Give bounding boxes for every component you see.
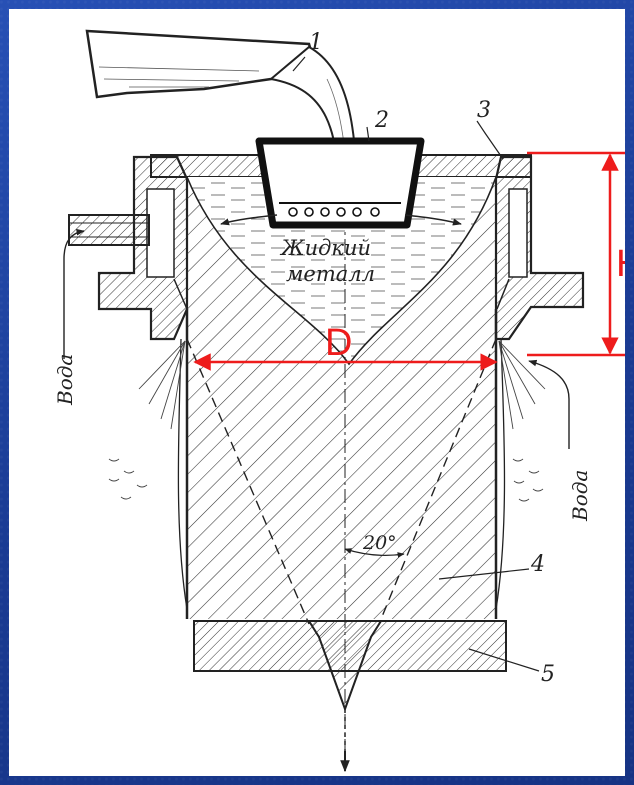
water-cooled-mould	[68, 154, 585, 341]
liquid-metal-label-line2: металл	[286, 262, 375, 286]
bottom-plate	[193, 620, 507, 773]
casting-diagram: 1 2 3 4 5 Жидкий металл 20° Вода Вода D	[53, 29, 625, 773]
liquid-metal-label-line1: Жидкий	[279, 236, 371, 260]
callout-leaders	[292, 56, 540, 672]
callout-1: 1	[309, 30, 323, 55]
callout-3: 3	[477, 98, 491, 123]
height-label: H	[616, 243, 625, 285]
water-label-left: Вода	[53, 354, 77, 406]
diagram-panel: 1 2 3 4 5 Жидкий металл 20° Вода Вода D	[9, 9, 625, 776]
diameter-label: D	[325, 322, 352, 364]
callout-4: 4	[530, 552, 545, 577]
water-arrow-left	[63, 228, 85, 359]
angle-label: 20°	[362, 532, 397, 554]
distribution-funnel	[220, 137, 462, 229]
water-spray-right	[498, 340, 546, 502]
pouring-ladle	[85, 29, 359, 205]
callout-2: 2	[374, 108, 389, 133]
water-arrow-right	[528, 359, 570, 449]
water-spray-left	[108, 340, 186, 500]
callout-5: 5	[541, 662, 555, 687]
water-label-right: Вода	[568, 470, 592, 522]
height-dimension: H	[527, 151, 625, 357]
ingot	[177, 176, 506, 769]
diameter-dimension: D	[193, 322, 498, 371]
